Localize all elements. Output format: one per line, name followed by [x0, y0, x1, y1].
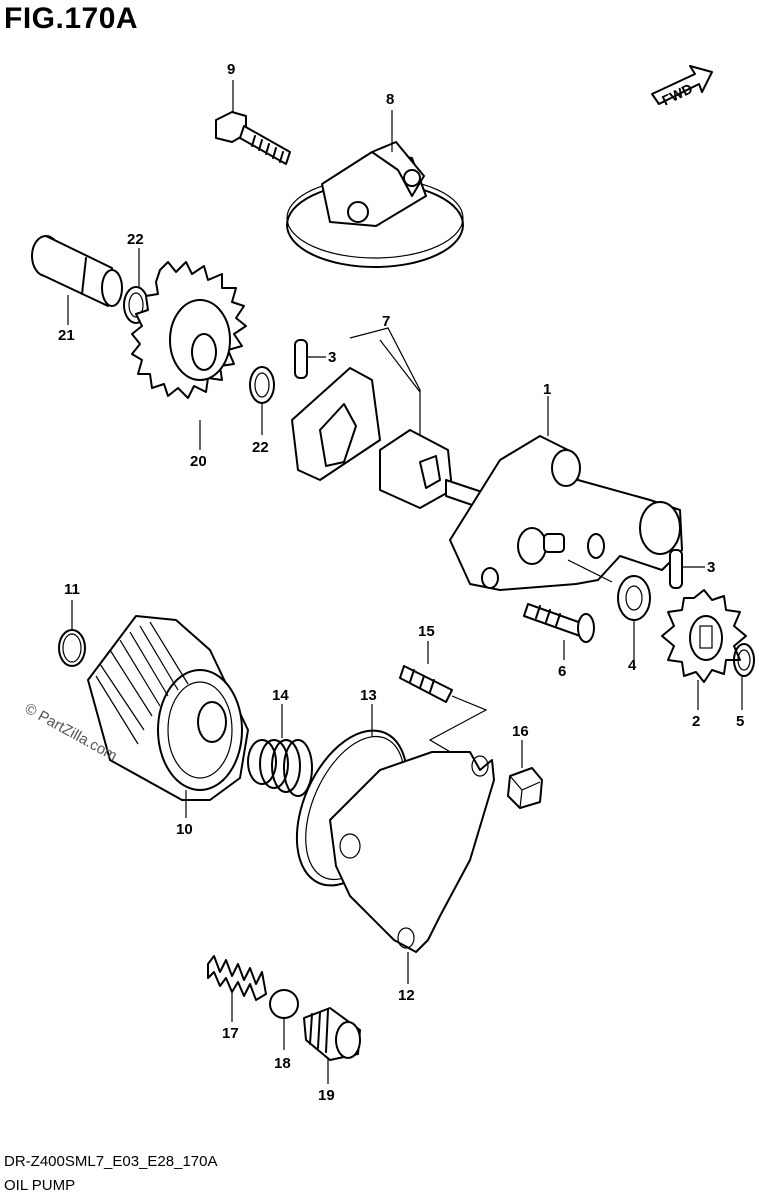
callout-15[interactable]: 15 [418, 623, 435, 640]
oil-pump-rotor-7[interactable] [291, 367, 507, 517]
washer-4[interactable] [617, 575, 651, 621]
callout-5[interactable]: 5 [736, 713, 744, 730]
ball-18[interactable] [269, 989, 299, 1019]
oil-strainer-cap-8[interactable] [286, 141, 464, 268]
fwd-arrow-icon: FWD [651, 65, 713, 108]
spring-17[interactable] [207, 955, 267, 1001]
callout-7[interactable]: 7 [382, 313, 390, 330]
callout-6[interactable]: 6 [558, 663, 566, 680]
circlip-22-right[interactable] [249, 366, 275, 404]
spring-14[interactable] [247, 739, 313, 797]
callout-19[interactable]: 19 [318, 1087, 335, 1104]
callout-22-upper[interactable]: 22 [127, 231, 144, 248]
oil-pump-body-1[interactable] [449, 435, 683, 591]
callout-21[interactable]: 21 [58, 327, 75, 344]
callout-13[interactable]: 13 [360, 687, 377, 704]
callout-10[interactable]: 10 [176, 821, 193, 838]
bolt-9[interactable] [215, 111, 291, 165]
callout-1[interactable]: 1 [543, 381, 551, 398]
oil-filter-10[interactable] [87, 615, 249, 801]
screw-6[interactable] [523, 603, 595, 643]
oil-filter-cover-12[interactable] [329, 751, 495, 953]
callout-2[interactable]: 2 [692, 713, 700, 730]
oil-pump-drive-gear-2[interactable] [661, 589, 747, 683]
callout-12[interactable]: 12 [398, 987, 415, 1004]
stud-15[interactable] [399, 665, 453, 703]
callout-14[interactable]: 14 [272, 687, 289, 704]
figure-title: FIG.170A [4, 2, 139, 35]
callout-17[interactable]: 17 [222, 1025, 239, 1042]
callout-22-lower[interactable]: 22 [252, 439, 269, 456]
callout-3-upper[interactable]: 3 [328, 349, 336, 366]
fwd-arrow-label: FWD [659, 80, 695, 108]
diagram-code: DR-Z400SML7_E03_E28_170A [4, 1153, 218, 1170]
diagram-name: OIL PUMP [4, 1177, 76, 1194]
callout-11[interactable]: 11 [64, 581, 80, 598]
callout-9[interactable]: 9 [227, 61, 235, 78]
oil-pump-driven-gear-20[interactable] [131, 261, 247, 399]
callout-8[interactable]: 8 [386, 91, 394, 108]
circlip-5[interactable] [733, 643, 755, 677]
callout-20[interactable]: 20 [190, 453, 207, 470]
cap-nut-16[interactable] [507, 767, 543, 809]
callout-18[interactable]: 18 [274, 1055, 291, 1072]
pin-3-upper[interactable] [294, 339, 308, 379]
relief-valve-19[interactable] [303, 1007, 361, 1061]
callout-16[interactable]: 16 [512, 723, 529, 740]
o-ring-11[interactable] [58, 629, 86, 667]
shaft-21[interactable] [31, 235, 123, 307]
callout-3-lower[interactable]: 3 [707, 559, 715, 576]
pin-3-lower[interactable] [669, 549, 683, 589]
callout-4[interactable]: 4 [628, 657, 637, 674]
